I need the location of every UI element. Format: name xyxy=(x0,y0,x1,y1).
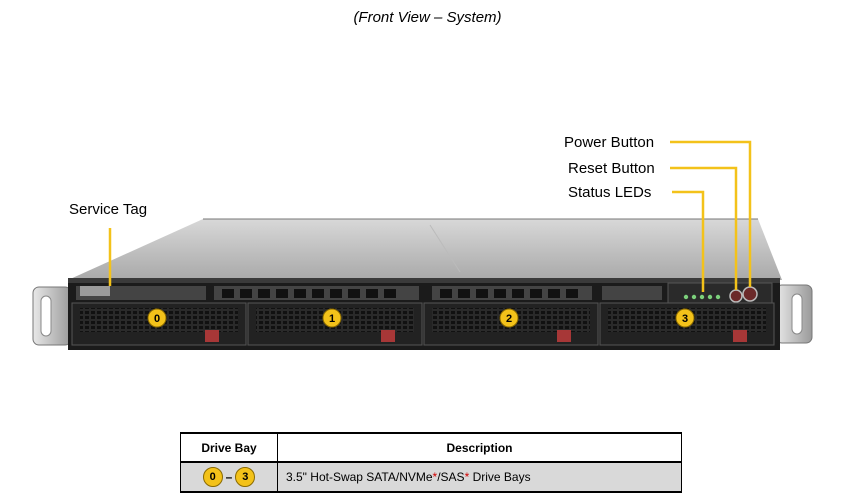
bay-start-badge: 0 xyxy=(202,467,223,487)
table-header-row: Drive Bay Description xyxy=(180,432,682,463)
bay-badge-label: 3 xyxy=(682,313,688,325)
desc-part3: Drive Bays xyxy=(469,470,531,484)
bay-badge-label: 1 xyxy=(329,313,335,325)
callout-line-power xyxy=(670,140,752,287)
left-rack-ear xyxy=(32,286,72,346)
desc-part2: /SAS xyxy=(437,470,465,484)
header-drive-bay: Drive Bay xyxy=(180,432,278,463)
drive-bay-1 xyxy=(247,302,423,346)
desc-part1: 3.5" Hot-Swap SATA/NVMe xyxy=(286,470,433,484)
bay-badge-0: 0 xyxy=(147,308,167,328)
callout-line-status xyxy=(672,190,705,292)
bay-badge-2: 2 xyxy=(499,308,519,328)
bay-range-separator: – xyxy=(225,470,233,484)
vent-slots xyxy=(222,289,578,298)
callout-line-reset xyxy=(670,166,738,290)
callout-lines xyxy=(108,140,752,292)
bay-badge-label: 2 xyxy=(506,313,512,325)
service-tag-pull xyxy=(80,286,110,296)
right-rack-ear xyxy=(775,284,813,344)
asterisk-sas: * xyxy=(464,470,470,484)
asterisk-nvme: * xyxy=(432,470,438,484)
callout-status-leds: Status LEDs xyxy=(568,184,652,201)
power-button-graphic xyxy=(742,286,758,302)
callout-service-tag: Service Tag xyxy=(69,201,148,218)
bay-end-badge: 3 xyxy=(235,467,256,487)
cell-drive-bay: 0–3 xyxy=(180,461,278,493)
bay-badge-3: 3 xyxy=(675,308,695,328)
chassis-top-cover xyxy=(68,219,782,280)
page-title: (Front View – System) xyxy=(353,9,502,26)
cell-description: 3.5" Hot-Swap SATA/NVMe*/SAS* Drive Bays xyxy=(277,461,682,493)
bay-badge-label: 0 xyxy=(154,313,160,325)
header-description: Description xyxy=(277,432,682,463)
bay-badge-1: 1 xyxy=(322,308,342,328)
callout-power-button: Power Button xyxy=(564,134,655,151)
reset-button-graphic xyxy=(729,289,743,303)
callout-reset-button: Reset Button xyxy=(568,160,655,177)
table-row: 0–3 3.5" Hot-Swap SATA/NVMe*/SAS* Drive … xyxy=(180,461,682,493)
drive-bay-table: Drive Bay Description 0–3 3.5" Hot-Swap … xyxy=(180,432,682,493)
status-leds xyxy=(683,294,721,300)
